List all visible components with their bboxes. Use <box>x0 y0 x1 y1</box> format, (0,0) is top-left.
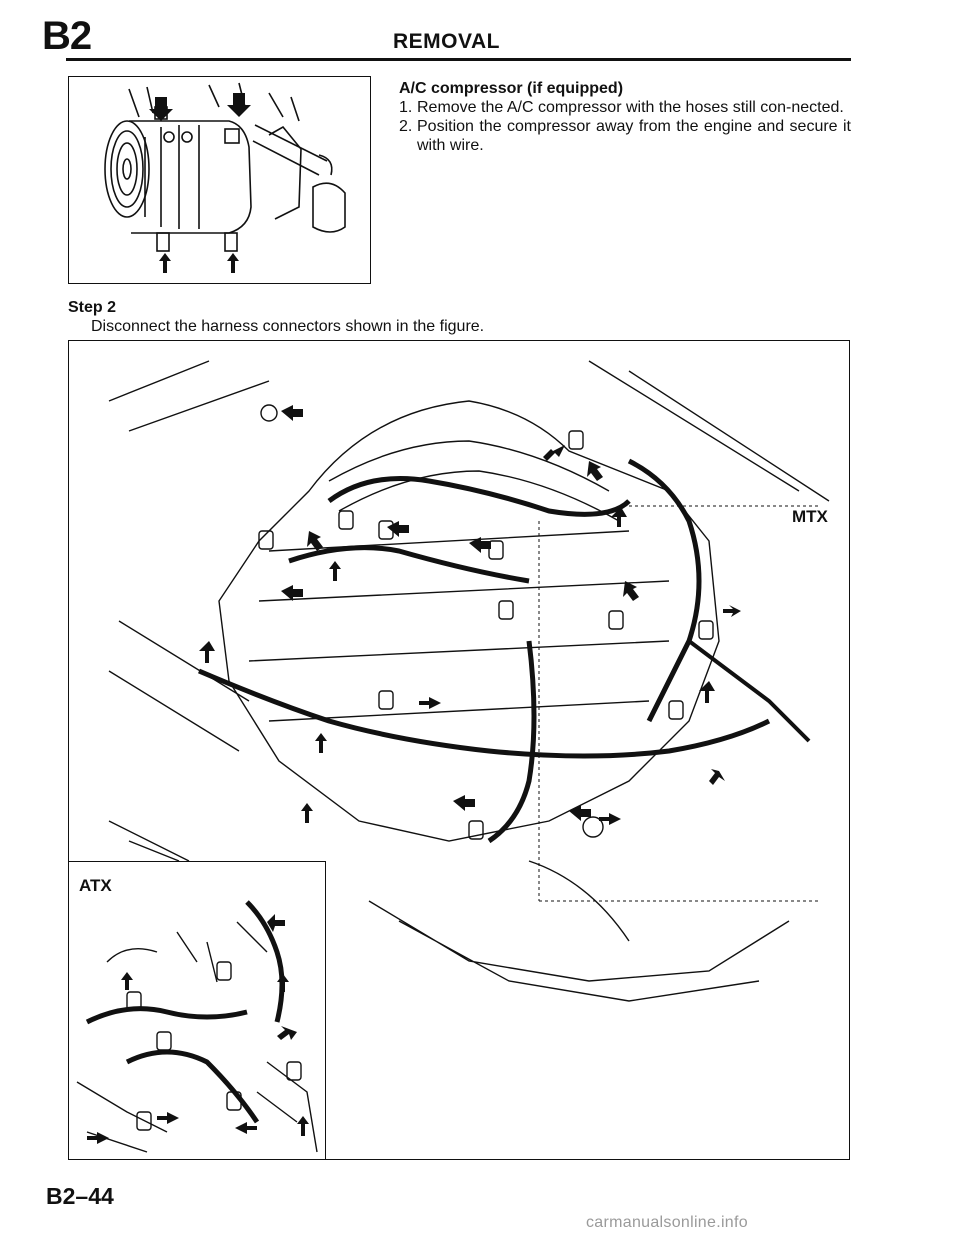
mtx-label: MTX <box>792 507 828 526</box>
section-code: B2 <box>42 14 92 58</box>
step-number: 2. <box>399 118 413 135</box>
step-2-text: Disconnect the harness connectors shown … <box>91 318 485 335</box>
instruction-step: 2. Position the compressor away from the… <box>399 117 851 155</box>
atx-inset: ATX <box>69 861 326 1159</box>
arrow-icon <box>149 93 251 273</box>
watermark: carmanualsonline.info <box>586 1214 748 1231</box>
engine-harness-illustration <box>108 360 830 1002</box>
step-text: Position the compressor away from the en… <box>417 118 851 154</box>
ac-compressor-instructions: A/C compressor (if equipped) 1. Remove t… <box>399 79 851 155</box>
step-2-label: Step 2 <box>68 299 117 316</box>
step-number: 1. <box>399 99 413 116</box>
header-divider <box>66 58 851 61</box>
compressor-illustration <box>104 82 346 273</box>
page-number: B2–44 <box>46 1183 114 1209</box>
atx-harness-illustration <box>76 900 318 1153</box>
compressor-figure <box>68 76 371 284</box>
arrow-icon <box>199 405 741 825</box>
arrow-icon <box>87 914 309 1144</box>
atx-label: ATX <box>79 876 112 895</box>
page-title: REMOVAL <box>393 30 500 53</box>
harness-figure: MTX <box>68 340 850 1160</box>
step-text: Remove the A/C compressor with the hoses… <box>417 99 844 116</box>
instruction-step: 1. Remove the A/C compressor with the ho… <box>399 98 851 117</box>
ac-compressor-title: A/C compressor (if equipped) <box>399 80 624 97</box>
